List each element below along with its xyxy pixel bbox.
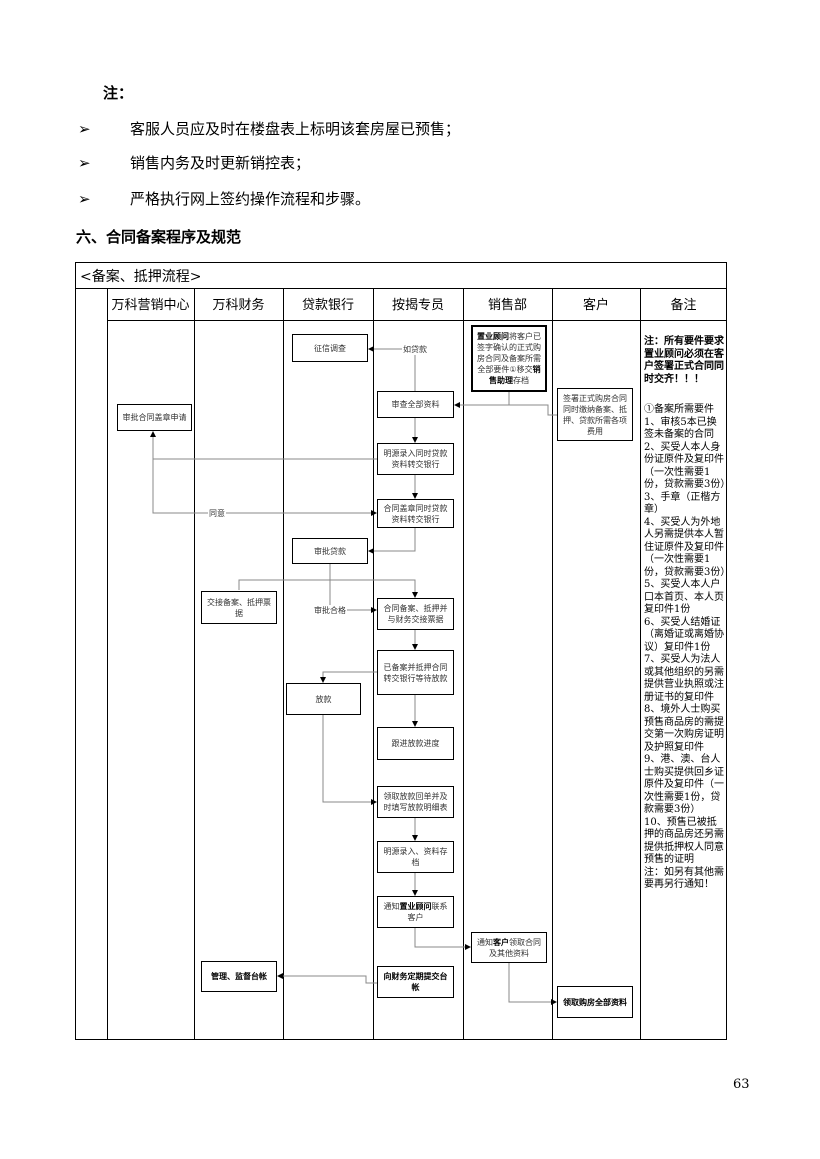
box-seal-transfer: 合同盖章同时贷款资料转交银行 <box>377 499 454 528</box>
remark-line: 4、买受人为外地人另需提供本人暂住证原件及复印件（一次性需要1份，贷款需要3份） <box>644 516 731 578</box>
box-review-all: 审查全部资料 <box>377 391 454 418</box>
label-approved: 审批合格 <box>313 605 347 616</box>
section-heading: 六、合同备案程序及规范 <box>76 228 242 246</box>
box-filing-mortgage: 合同备案、抵押并与财务交接票据 <box>377 598 454 630</box>
remark-line: 1、审核5本已换签未备案的合同 <box>644 416 717 441</box>
arrow-bullet-icon: ➢ <box>78 154 91 172</box>
remark-line: 3、手章（正楷方章） <box>644 491 721 516</box>
divider <box>552 288 553 1040</box>
box-advisor-handover: 置业顾问将客户已签字确认的正式购房合同及备案所需全部要件①移交销售助理存档 <box>471 325 547 392</box>
remark-line: ①备案所需要件 <box>644 404 714 415</box>
remark-line: 5、买受人本人户口本首页、本人页复印件1份 <box>644 579 724 615</box>
remark-line: 10、预售已被抵押的商品房还另需提供抵押权人同意预售的证明 <box>644 816 724 866</box>
box-notify-advisor: 通知置业顾问联系客户 <box>377 896 454 928</box>
divider <box>107 288 108 1040</box>
column-header: 万科财务 <box>212 298 265 313</box>
box-sign-contract: 签署正式购房合同同时缴纳备案、抵押、贷款所需各项费用 <box>557 388 633 441</box>
remark-line: 6、买受人结婚证（离婚证或离婚协议）复印件1份 <box>644 616 724 653</box>
box-collect-receipt: 领取放款回单并及时填写放款明细表 <box>377 786 454 818</box>
box-follow-up: 跟进放款进度 <box>377 727 454 760</box>
box-mingyuan-entry: 明源录入同时贷款资料转交银行 <box>377 443 454 475</box>
column-header: 万科营销中心 <box>111 298 190 313</box>
box-manage-ledger: 管理、监督台帐 <box>201 961 277 992</box>
label-if-loan: 如贷款 <box>402 344 428 355</box>
divider <box>640 288 641 1040</box>
arrow-bullet-icon: ➢ <box>78 190 91 208</box>
page-number: 63 <box>733 1077 750 1092</box>
remark-line: 7、买受人为法人或其他组织的另需提供营业执照或注册证书的复印件 <box>644 654 724 703</box>
column-header: 备注 <box>670 298 697 313</box>
bullet-item: ➢客服人员应及时在楼盘表上标明该套房屋已预售； <box>78 120 461 138</box>
remark-line: 8、境外人士购买预售商品房的需提交第一次购房证明及护照复印件 <box>644 704 724 753</box>
divider <box>75 288 727 289</box>
box-await-release: 已备案并抵押合同转交银行等待放款 <box>377 650 454 695</box>
column-header: 销售部 <box>487 298 527 313</box>
divider <box>283 288 284 1040</box>
divider <box>107 320 727 321</box>
box-notify-customer: 通知客户领取合同及其他资料 <box>471 932 547 963</box>
arrow-bullet-icon: ➢ <box>78 120 91 138</box>
bullet-item: ➢严格执行网上签约操作流程和步骤。 <box>78 190 371 208</box>
divider <box>194 288 195 1040</box>
box-entry-archive: 明源录入、资料存档 <box>377 841 454 873</box>
remark-line: 注：如另有其他需要再另行通知！ <box>644 866 724 891</box>
remark-emphasis: 注：所有要件要求置业顾问必须在客户签署正式合同同时交齐！！！ <box>644 336 724 385</box>
box-release: 放款 <box>286 683 361 715</box>
remark-line: 9、港、澳、台人士购买提供回乡证原件及复印件（一次性需要1份，贷款需要3份） <box>644 754 724 815</box>
box-approve-seal: 审批合同盖章申请 <box>117 404 192 431</box>
column-header: 贷款银行 <box>301 298 354 313</box>
box-collect-all: 领取购房全部资料 <box>557 986 633 1018</box>
bullet-item: ➢销售内务及时更新销控表； <box>78 154 311 172</box>
divider <box>463 288 464 1040</box>
remarks: 注：所有要件要求置业顾问必须在客户签署正式合同同时交齐！！！ ①备案所需要件 1… <box>644 336 731 892</box>
note-title: 注： <box>103 84 134 102</box>
column-header: 客户 <box>582 298 609 313</box>
box-approve-loan: 审批贷款 <box>292 538 368 564</box>
label-agree: 同意 <box>208 508 226 519</box>
remark-line: 2、买受人本人身份证原件及复印件（一次性需要1份，贷款需要3份） <box>644 441 731 491</box>
box-credit-check: 征信调查 <box>292 334 368 362</box>
divider <box>373 288 374 1040</box>
box-handover-receipts: 交接备案、抵押票据 <box>201 591 277 624</box>
flowchart-frame <box>75 262 727 1040</box>
box-submit-ledger: 向财务定期提交台帐 <box>377 966 454 998</box>
column-header: 按揭专员 <box>391 298 444 313</box>
flowchart-title: <备案、抵押流程> <box>80 269 202 285</box>
